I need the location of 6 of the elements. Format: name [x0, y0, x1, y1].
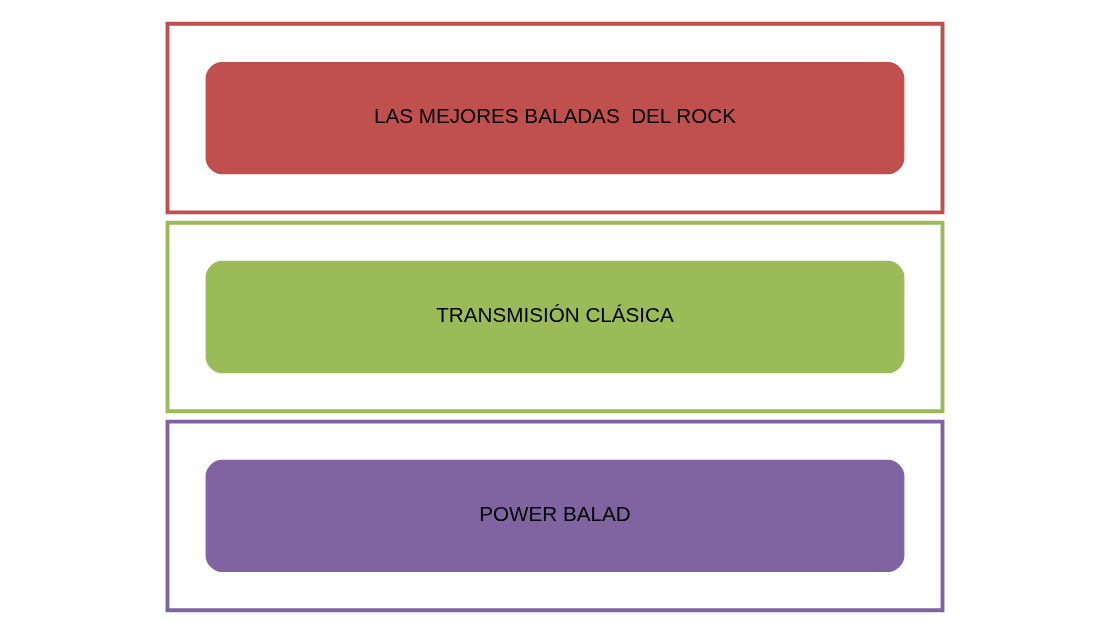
node-box: TRANSMISIÓN CLÁSICA — [205, 260, 904, 374]
node-box: LAS MEJORES BALADAS DEL ROCK — [205, 61, 904, 175]
cluster — [165, 220, 944, 414]
cluster — [165, 21, 944, 215]
node-box: POWER BALAD — [205, 459, 904, 573]
cluster — [165, 419, 944, 613]
